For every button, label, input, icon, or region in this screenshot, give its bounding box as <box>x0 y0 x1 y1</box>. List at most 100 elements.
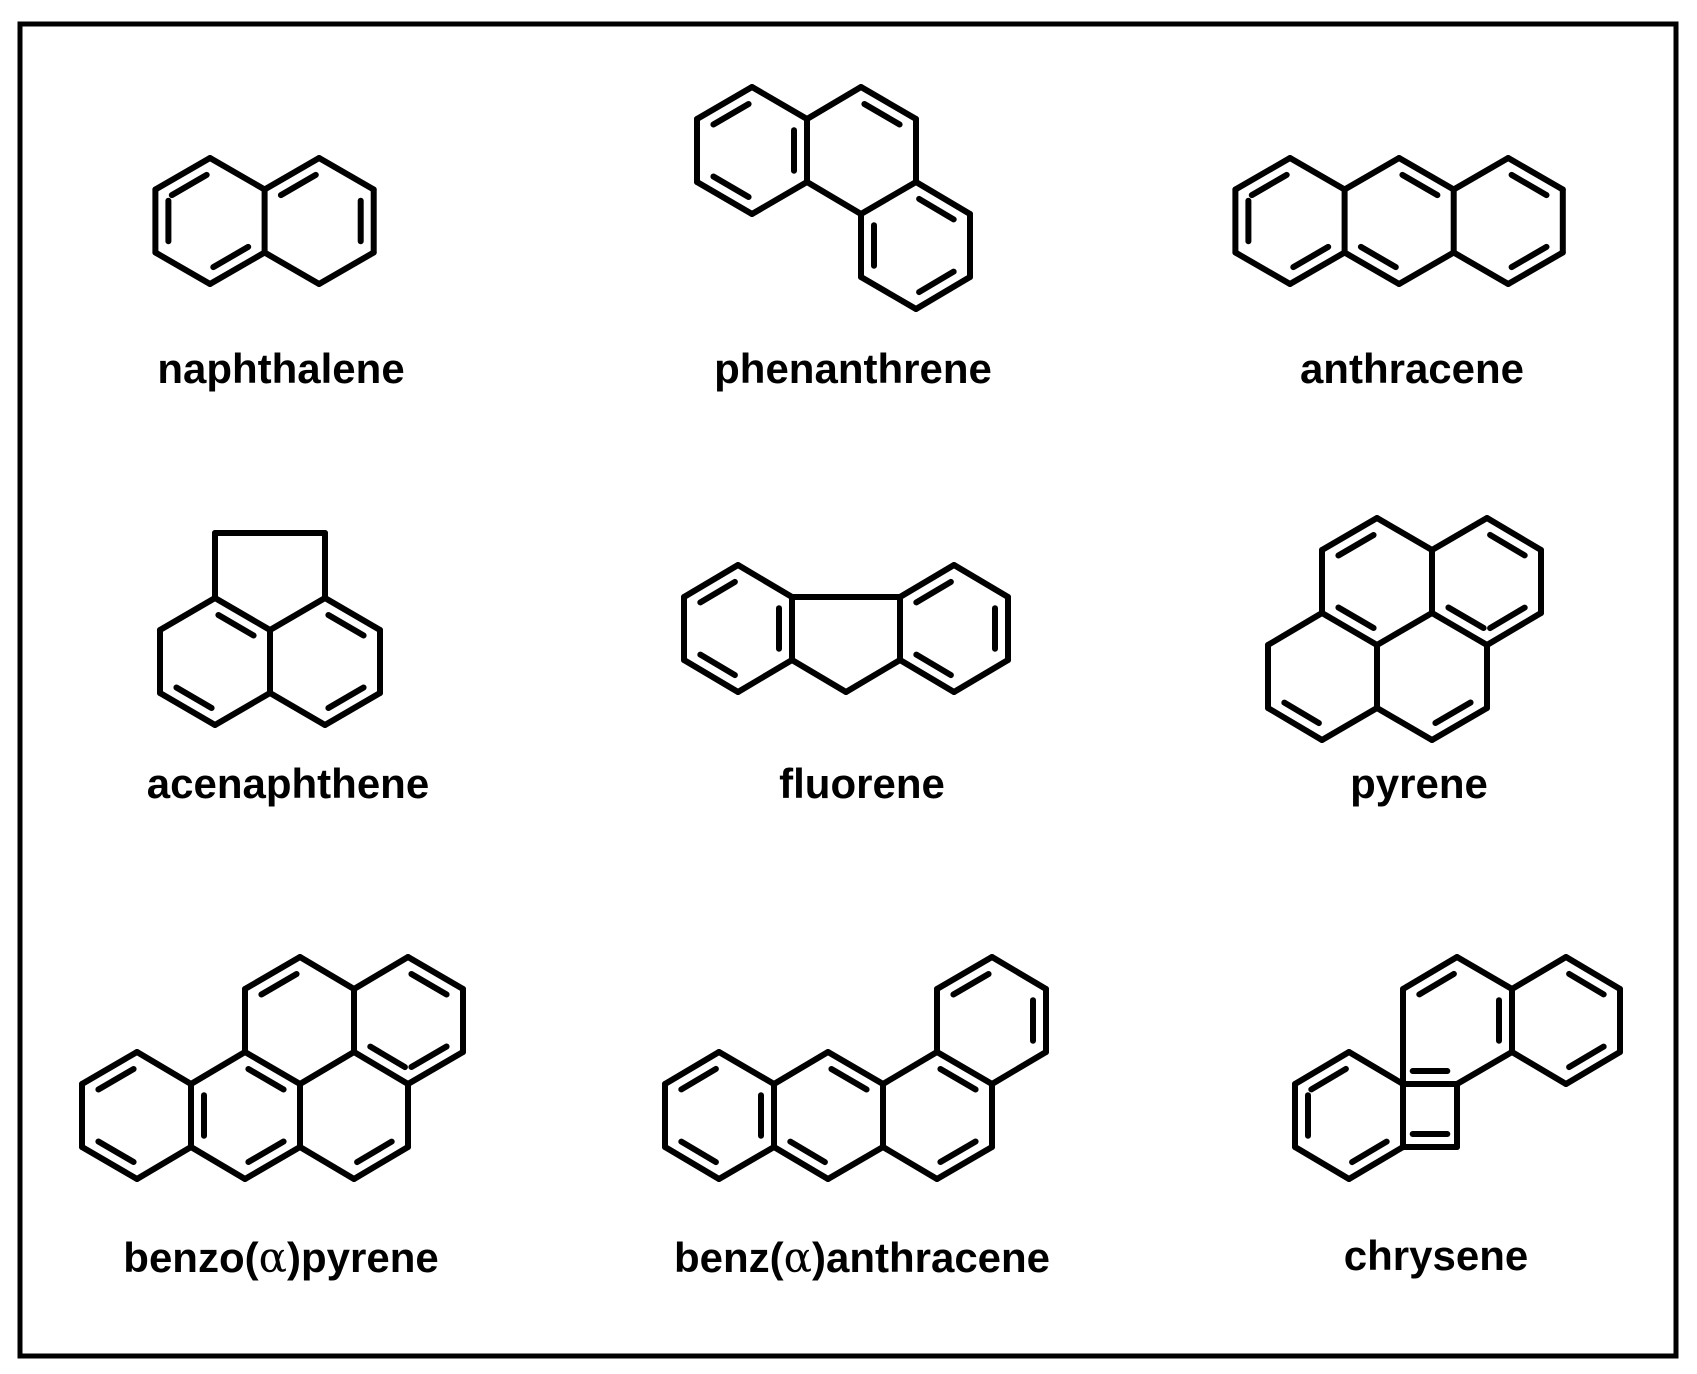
double-bond-line <box>1399 171 1441 199</box>
bond <box>405 1049 466 1087</box>
bond <box>913 274 973 312</box>
bond <box>351 954 411 992</box>
fluorene-label: fluorene <box>779 760 945 807</box>
bond <box>405 954 466 992</box>
bond <box>1346 1049 1406 1087</box>
bond <box>157 595 218 633</box>
bond <box>1346 1144 1406 1182</box>
double-bond-line <box>787 1138 828 1166</box>
double-bond-line <box>1290 243 1332 271</box>
bond <box>843 657 903 695</box>
bond <box>1454 1049 1515 1087</box>
bond <box>934 1144 995 1182</box>
bond <box>351 1144 411 1182</box>
double-bond-line <box>245 1138 287 1165</box>
bond <box>134 1144 194 1182</box>
double-bond-line <box>861 101 903 128</box>
double-bond-line <box>916 268 957 296</box>
double-bond-line <box>1308 1065 1349 1093</box>
bond <box>1400 954 1460 992</box>
bond <box>267 595 328 633</box>
bond <box>804 84 864 122</box>
bond <box>152 155 213 193</box>
bond <box>1319 705 1380 743</box>
benz-a-anthracene-structure <box>662 954 1049 1182</box>
bond <box>694 179 755 217</box>
bond <box>1341 155 1403 193</box>
bond <box>1374 515 1435 553</box>
bond <box>316 249 377 287</box>
double-bond-line <box>1349 1138 1390 1166</box>
bond <box>242 1144 303 1182</box>
bond <box>297 1049 357 1087</box>
bond <box>662 1144 722 1182</box>
bond <box>1429 610 1490 648</box>
double-bond-line <box>937 1066 979 1093</box>
outer-frame <box>17 21 1679 1359</box>
double-bond-line <box>710 101 752 128</box>
double-bond-line <box>913 578 954 606</box>
bond <box>951 657 1011 695</box>
bond <box>1454 954 1515 992</box>
acenaphthene-structure <box>157 530 383 728</box>
double-bond-line <box>408 1043 450 1070</box>
bond <box>1429 515 1490 553</box>
bond <box>1319 610 1380 648</box>
double-bond-line <box>354 1138 395 1166</box>
double-bond-line <box>678 1138 719 1166</box>
double-bond-line <box>1487 531 1528 559</box>
double-bond-line <box>1445 604 1487 631</box>
bond <box>1396 249 1457 287</box>
bond <box>242 1049 303 1087</box>
bond <box>825 1049 886 1087</box>
bond <box>316 155 377 193</box>
bond <box>771 1049 831 1087</box>
benz-a-anthracene-label-alpha: α <box>784 1233 812 1282</box>
bond <box>880 1049 940 1087</box>
bond <box>771 1144 831 1182</box>
bond <box>989 1049 1049 1087</box>
double-bond-line <box>95 1138 137 1165</box>
benzo-a-pyrene-structure <box>79 954 466 1182</box>
double-bond-line <box>258 971 300 998</box>
bond <box>212 690 273 728</box>
double-bond-line <box>245 1066 287 1093</box>
bond <box>694 84 755 122</box>
bond <box>322 595 383 633</box>
bond <box>825 1144 886 1182</box>
bond <box>1509 1049 1569 1087</box>
double-bond-line <box>367 1043 408 1071</box>
chrysene-structure <box>1292 954 1623 1182</box>
benz-a-anthracene-label: benz(α)anthracene <box>674 1233 1050 1282</box>
bond <box>1341 249 1403 287</box>
bond <box>1232 155 1293 193</box>
double-bond-line <box>325 612 367 639</box>
bond <box>951 562 1011 600</box>
bond <box>1265 705 1325 743</box>
bond <box>1505 249 1566 287</box>
bond <box>79 1049 140 1087</box>
bond <box>897 657 957 695</box>
naphthalene-structure <box>152 155 377 287</box>
bond <box>207 249 268 287</box>
double-bond-line <box>325 684 367 711</box>
bond <box>1396 155 1457 193</box>
double-bond-line <box>1335 532 1377 559</box>
chrysene-label: chrysene <box>1344 1232 1528 1279</box>
bond <box>351 1049 411 1087</box>
bond <box>188 1144 248 1182</box>
benz-a-anthracene-label-prefix: benz( <box>674 1234 784 1281</box>
bond <box>1563 954 1623 992</box>
bond <box>1429 705 1490 743</box>
bond <box>735 562 795 600</box>
double-bond-line <box>173 684 215 711</box>
bond <box>1287 155 1348 193</box>
pyrene-label: pyrene <box>1350 760 1488 807</box>
double-bond-line <box>1335 604 1377 631</box>
bond <box>134 1049 194 1087</box>
bond <box>1450 155 1512 193</box>
bond <box>880 1144 940 1182</box>
bond <box>267 690 328 728</box>
double-bond-line <box>1281 699 1322 727</box>
